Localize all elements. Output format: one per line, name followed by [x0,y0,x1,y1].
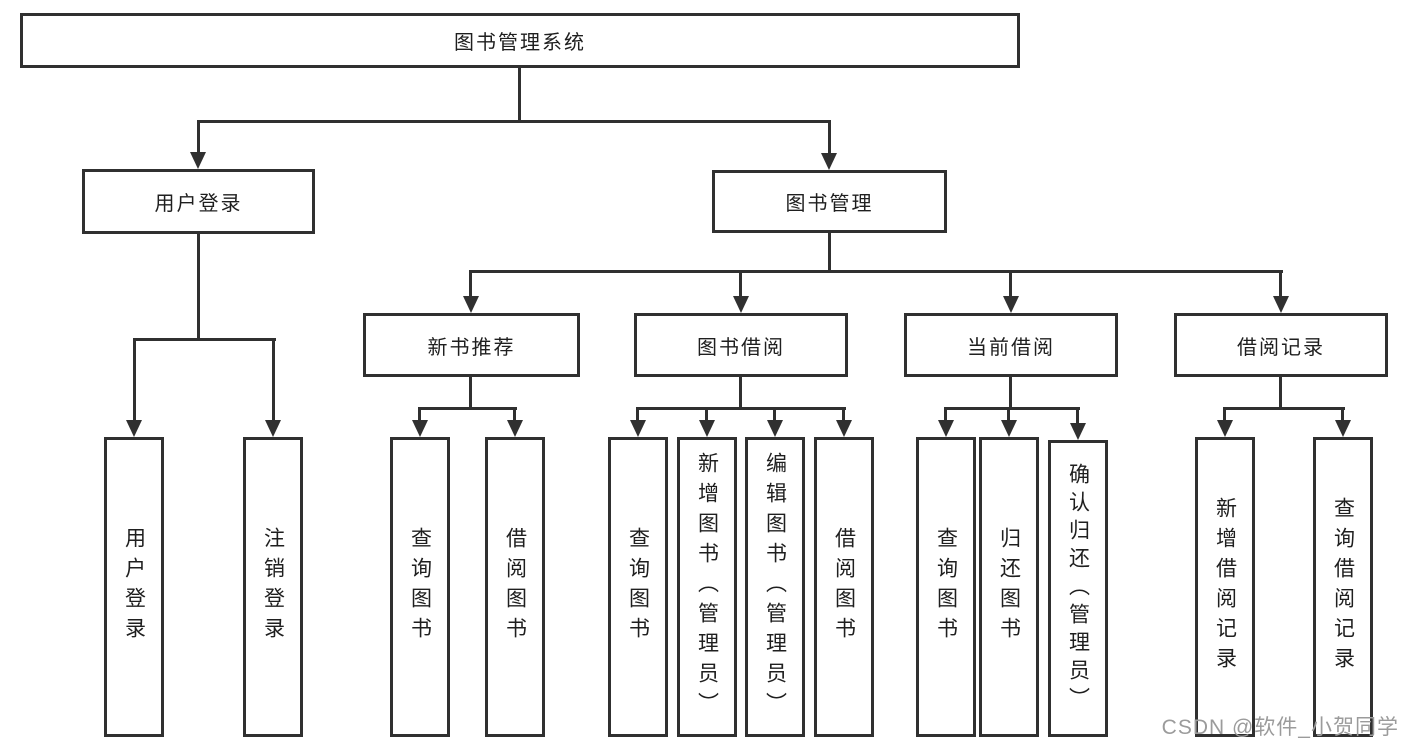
connector-line [470,270,1283,273]
connector-line [518,68,521,120]
leaf-logout: 注销登录 [243,437,303,737]
arrow-down-icon [1001,420,1017,437]
arrow-down-icon [1273,296,1289,313]
connector-line [1009,377,1012,407]
connector-line [1279,270,1282,297]
node-new-book-recommend: 新书推荐 [363,313,580,377]
leaf-label: 借阅图书 [832,527,856,647]
arrow-down-icon [938,420,954,437]
connector-line [469,270,472,297]
leaf-borrow-edit-book-admin: 编辑图书（管理员） [745,437,805,737]
leaf-user-login: 用户登录 [104,437,164,737]
node-current-borrowing: 当前借阅 [904,313,1118,377]
leaf-borrow-add-book-admin: 新增图书（管理员） [677,437,737,737]
connector-line [773,407,776,421]
connector-line [944,407,1080,410]
node-borrow-records: 借阅记录 [1174,313,1388,377]
connector-line [1009,270,1012,297]
connector-line [513,407,516,421]
arrow-down-icon [463,296,479,313]
connector-line [705,407,708,421]
leaf-label: 用户登录 [122,527,146,647]
connector-line [636,407,639,421]
connector-line [272,338,275,421]
connector-line [133,338,276,341]
arrow-down-icon [412,420,428,437]
leaf-label: 确认归还（管理员） [1066,462,1090,715]
node-label: 借阅记录 [1237,336,1325,359]
arrow-down-icon [767,420,783,437]
leaf-label: 借阅图书 [503,527,527,647]
leaf-label: 新增借阅记录 [1213,497,1237,677]
leaf-label: 编辑图书（管理员） [763,452,787,722]
arrow-down-icon [126,420,142,437]
arrow-down-icon [1335,420,1351,437]
arrow-down-icon [507,420,523,437]
leaf-borrow-borrow-books: 借阅图书 [814,437,874,737]
node-user-login: 用户登录 [82,169,315,234]
connector-line [418,407,517,410]
csdn-watermark: CSDN @软件_小贺同学 [1161,716,1399,739]
leaf-current-confirm-return-admin: 确认归还（管理员） [1048,440,1108,737]
node-label: 图书管理 [785,193,874,215]
leaf-label: 查询图书 [626,527,650,647]
leaf-current-query-books: 查询图书 [916,437,976,737]
leaf-newrec-query-books: 查询图书 [390,437,450,737]
connector-line [842,407,845,421]
connector-line [133,338,136,421]
connector-line [1076,407,1079,424]
node-label: 当前借阅 [967,336,1055,359]
connector-line [197,120,200,153]
connector-line [944,407,947,421]
arrow-down-icon [699,420,715,437]
connector-line [828,120,831,154]
connector-line [1223,407,1345,410]
node-library-management-system: 图书管理系统 [20,13,1020,68]
node-book-borrowing: 图书借阅 [634,313,848,377]
leaf-records-query-borrow-record: 查询借阅记录 [1313,437,1373,737]
arrow-down-icon [836,420,852,437]
arrow-down-icon [265,420,281,437]
leaf-records-add-borrow-record: 新增借阅记录 [1195,437,1255,737]
arrow-down-icon [1003,296,1019,313]
leaf-label: 查询图书 [408,527,432,647]
arrow-down-icon [733,296,749,313]
connector-line [1223,407,1226,421]
connector-line [418,407,421,421]
node-label: 新书推荐 [427,336,516,359]
arrow-down-icon [1070,423,1086,440]
connector-line [197,120,831,123]
leaf-label: 查询图书 [934,527,958,647]
connector-line [469,377,472,407]
node-label: 图书管理系统 [454,32,586,54]
node-label: 图书借阅 [697,336,785,359]
arrow-down-icon [190,152,206,169]
node-book-management: 图书管理 [712,170,947,233]
leaf-newrec-borrow-books: 借阅图书 [485,437,545,737]
connector-line [1007,407,1010,421]
leaf-current-return-books: 归还图书 [979,437,1039,737]
connector-line [739,270,742,297]
connector-line [636,407,846,410]
leaf-label: 注销登录 [261,527,285,647]
leaf-borrow-query-books: 查询图书 [608,437,668,737]
connector-line [197,234,200,338]
connector-line [1279,377,1282,407]
arrow-down-icon [1217,420,1233,437]
leaf-label: 新增图书（管理员） [695,452,719,722]
connector-line [1341,407,1344,421]
connector-line [739,377,742,407]
leaf-label: 归还图书 [997,527,1021,647]
connector-line [828,233,831,270]
node-label: 用户登录 [154,193,243,215]
arrow-down-icon [630,420,646,437]
arrow-down-icon [821,153,837,170]
leaf-label: 查询借阅记录 [1331,497,1355,677]
